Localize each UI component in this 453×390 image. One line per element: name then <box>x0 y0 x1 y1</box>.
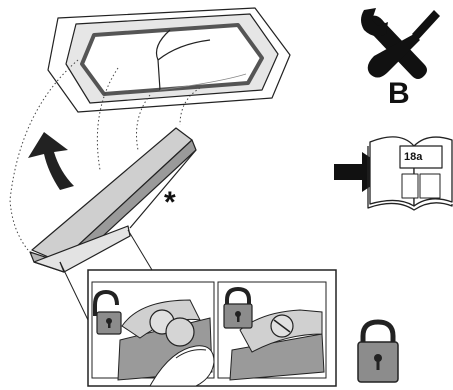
curved-arrow-icon <box>28 132 74 190</box>
manual-book-icon <box>368 137 452 210</box>
top-frame <box>48 8 290 112</box>
tool-group-label: B <box>388 79 410 109</box>
manual-page-label: 18a <box>404 152 422 163</box>
asterisk-marker: * <box>164 188 176 218</box>
detail-lock <box>218 282 326 380</box>
locked-padlock-icon <box>358 322 398 382</box>
wrench-screwdriver-icon <box>361 8 440 79</box>
